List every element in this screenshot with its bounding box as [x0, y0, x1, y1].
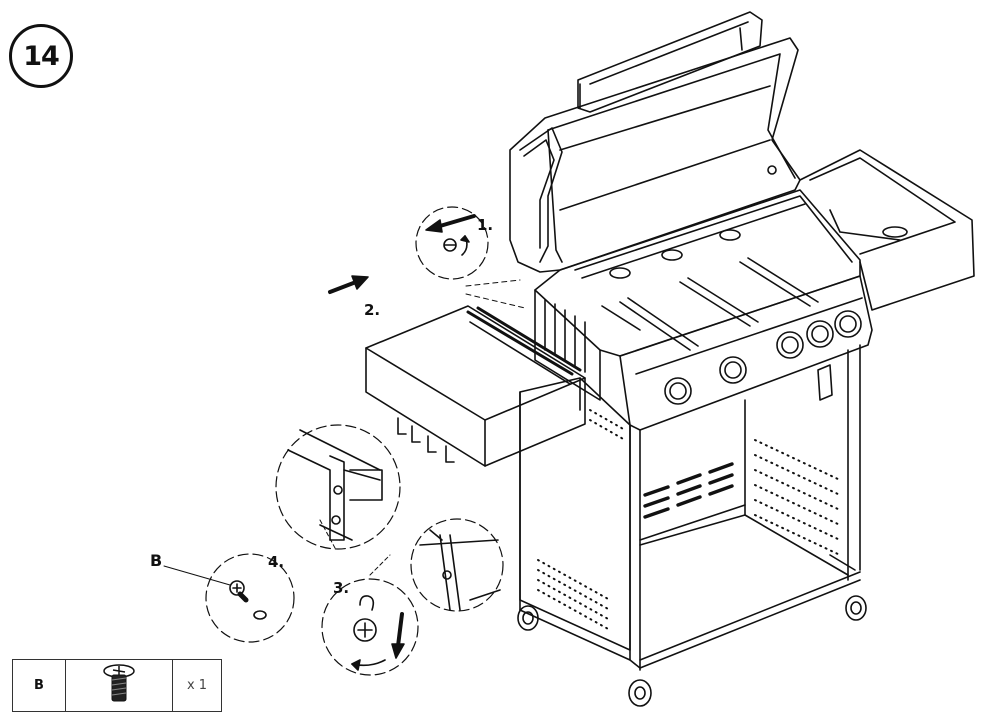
wheel-front-left [517, 605, 539, 631]
step-number: 14 [23, 40, 60, 72]
detail-circle-3 [321, 578, 419, 676]
wheel-back-left [628, 679, 652, 707]
step-number-badge: 14 [9, 24, 73, 88]
callout-part-b: B [150, 551, 163, 570]
parts-row: B x 1 [12, 659, 222, 712]
control-knob-5 [834, 310, 862, 338]
part-quantity: x 1 [172, 659, 222, 712]
detail-circle-inset [410, 518, 504, 612]
control-knob-3 [776, 331, 804, 359]
control-knob-4 [806, 320, 834, 348]
part-code: B [12, 659, 66, 712]
arrow-2 [328, 275, 369, 294]
perforation-left [537, 409, 626, 631]
perforation-right [754, 439, 841, 556]
leader-line-b [163, 565, 231, 586]
control-knob-2 [719, 356, 747, 384]
grill-illustration [365, 11, 975, 707]
wheel-back-right [845, 595, 867, 621]
left-side-shelf [365, 305, 586, 467]
callout-step-3: 3. [333, 579, 350, 597]
control-knob-1 [664, 377, 692, 405]
detail-circle-bracket [275, 424, 401, 550]
screw-icon [103, 663, 135, 701]
callout-step-4: 4. [268, 553, 285, 571]
detail-circle-4 [205, 553, 295, 643]
callout-step-2: 2. [364, 301, 381, 319]
callout-step-1: 1. [477, 216, 494, 234]
detail-circle-1 [415, 206, 489, 280]
parts-table: B x 1 [12, 659, 222, 712]
part-image-cell [65, 659, 173, 712]
